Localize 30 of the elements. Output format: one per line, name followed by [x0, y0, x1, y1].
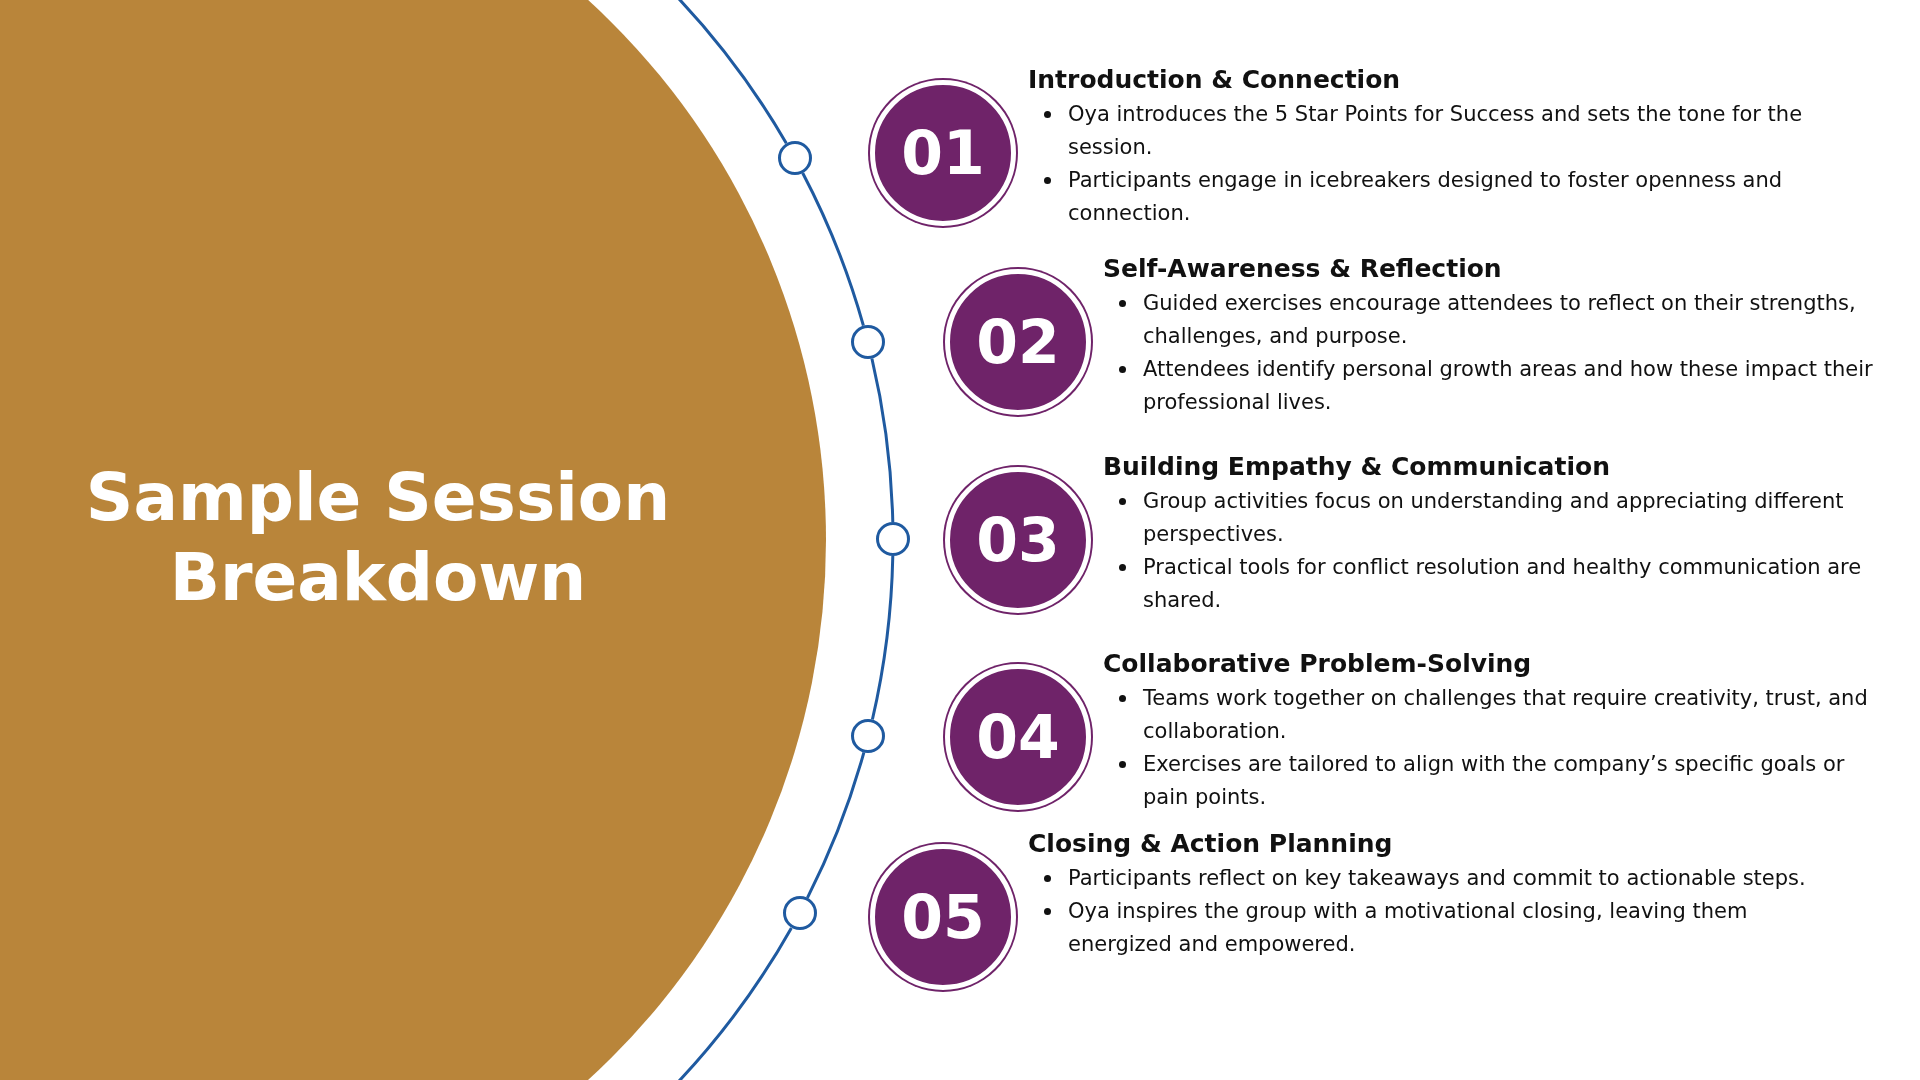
timeline-dot	[876, 522, 910, 556]
bullet-text: Teams work together on challenges that require creativity, trust, and collaboration.	[1143, 686, 1868, 743]
step-heading: Self-Awareness & Reflection	[1103, 254, 1503, 283]
bullet-text: Group activities focus on understanding and appreciating different perspectives.	[1143, 489, 1844, 546]
timeline-dot	[851, 719, 886, 753]
timeline-connector	[806, 751, 866, 899]
step-heading: Closing & Action Planning	[1028, 829, 1394, 858]
bullet-text: Oya introduces the 5 Star Points for Success and sets the tone for the session.	[1068, 102, 1803, 159]
timeline-connector	[870, 358, 895, 523]
title-text: Sample Session Breakdown	[84, 458, 672, 618]
bullet-text: Oya inspires the group with a motivational closing, leaving them energized and empowered.	[1068, 899, 1748, 956]
timeline-connector	[801, 172, 865, 327]
bullet-text: Guided exercises encourage attendees to reflect on their strengths, challenges, and purpose.	[1143, 291, 1856, 348]
step-number-circle: 05	[870, 844, 1016, 990]
bullet-text: Participants reflect on key takeaways and commit to actionable steps.	[1068, 866, 1806, 890]
bullet-text: Participants engage in icebreakers designed to foster openness and connection.	[1068, 168, 1783, 225]
step-number-circle: 02	[945, 269, 1091, 415]
step-heading: Building Empathy & Communication	[1103, 452, 1611, 481]
step-heading: Introduction & Connection	[1028, 65, 1402, 94]
timeline-connector	[870, 555, 895, 720]
bullet-text: Attendees identify personal growth areas and how these impact their professional lives.	[1143, 357, 1873, 414]
step-heading: Collaborative Problem-Solving	[1103, 649, 1533, 678]
step-number-circle: 03	[945, 467, 1091, 613]
bullet-text: Practical tools for conflict resolution and healthy communication are shared.	[1143, 555, 1862, 612]
step-number-circle: 01	[870, 80, 1016, 226]
timeline-dot	[782, 896, 817, 930]
timeline-dot	[777, 141, 812, 175]
timeline-dot	[850, 325, 885, 359]
step-number-circle: 04	[945, 664, 1091, 810]
bullet-text: Exercises are tailored to align with the company’s specific goals or pain points.	[1143, 752, 1845, 809]
